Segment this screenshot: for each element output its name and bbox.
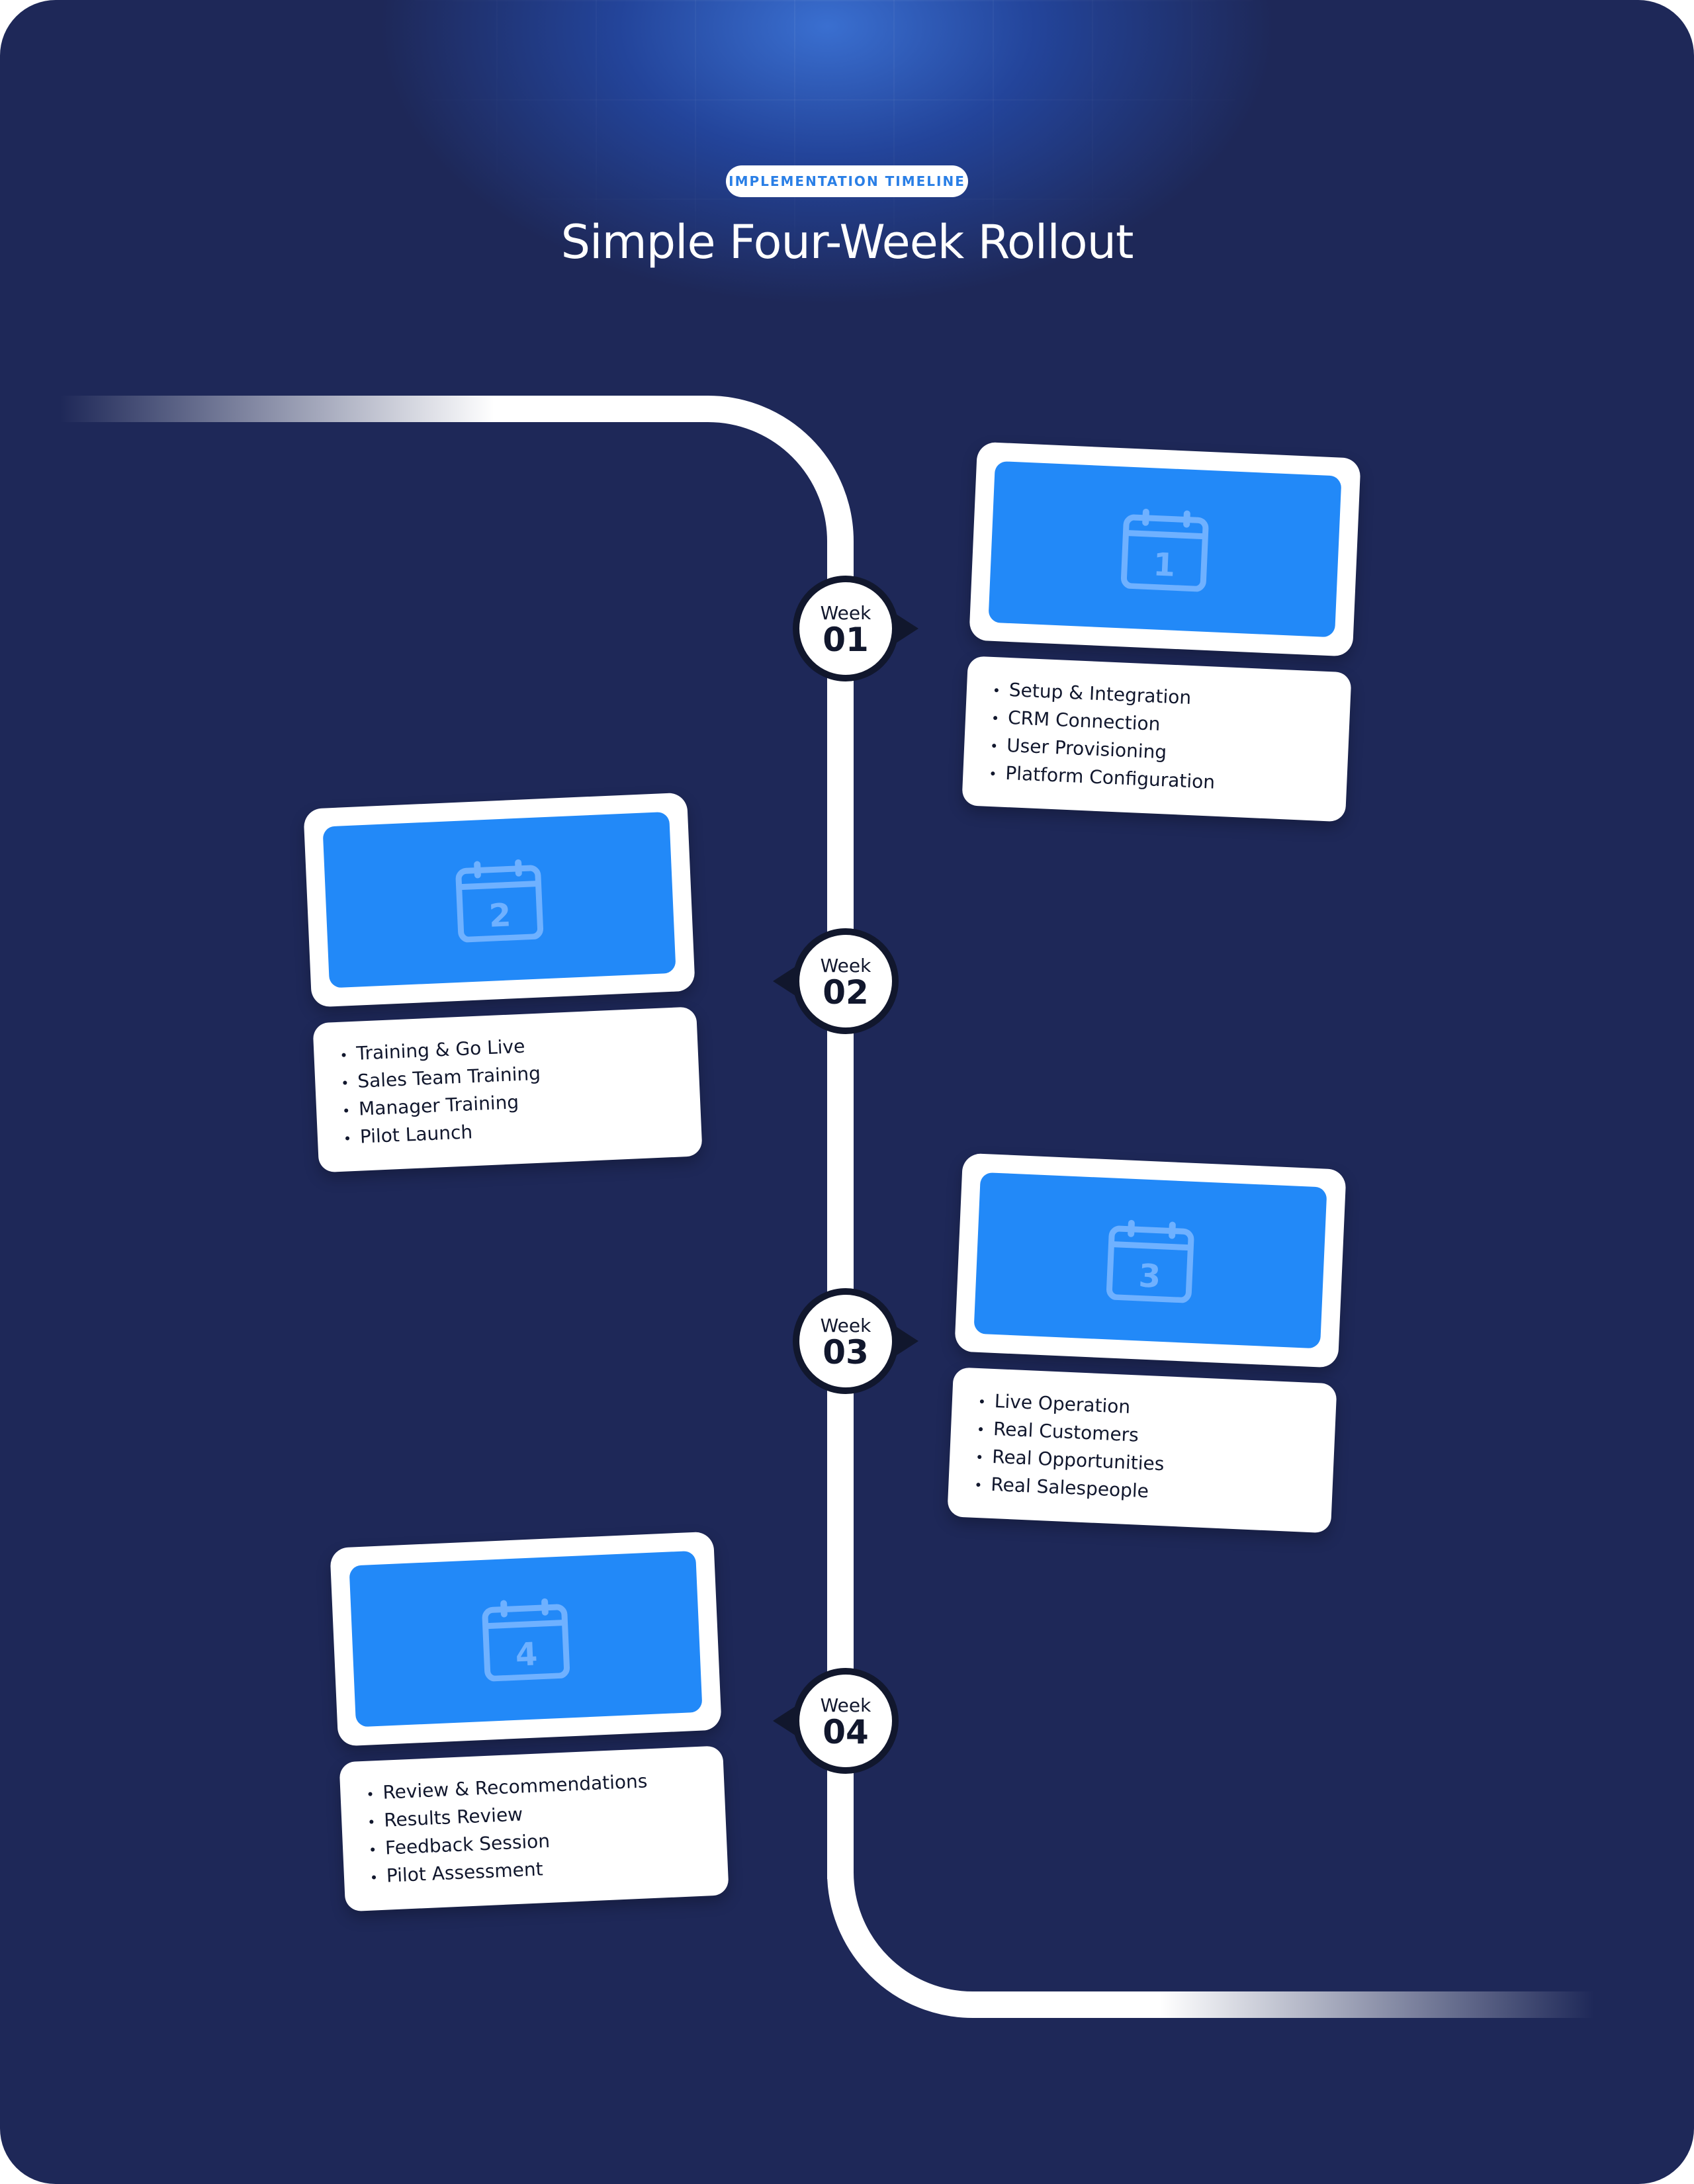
- calendar-icon: 2: [454, 857, 545, 943]
- week-node-03: Week 03: [793, 1288, 918, 1394]
- week-card-01: 1 Setup & Integration CRM Connection Use…: [961, 441, 1361, 822]
- week-node-02: Week 02: [773, 928, 899, 1034]
- week-number: 03: [823, 1333, 869, 1372]
- week-number: 02: [823, 973, 869, 1012]
- task-list: Training & Go Live Sales Team Training M…: [340, 1026, 676, 1152]
- calendar-number: 3: [1137, 1257, 1161, 1295]
- week-node-01: Week 01: [793, 576, 918, 681]
- card-details: Review & Recommendations Results Review …: [339, 1745, 729, 1912]
- timeline-path-top: [60, 396, 854, 595]
- calendar-number: 1: [1152, 546, 1176, 584]
- week-label: Week: [820, 1694, 871, 1716]
- week-card-02: 2 Training & Go Live Sales Team Training…: [303, 792, 703, 1173]
- week-number: 01: [823, 621, 869, 659]
- week-card-03: 3 Live Operation Real Customers Real Opp…: [947, 1153, 1347, 1534]
- node-pointer: [896, 1327, 918, 1356]
- card-details: Live Operation Real Customers Real Oppor…: [947, 1367, 1337, 1534]
- week-card-04: 4 Review & Recommendations Results Revie…: [330, 1531, 729, 1912]
- card-header-panel: 3: [973, 1172, 1327, 1349]
- card-details: Training & Go Live Sales Team Training M…: [312, 1006, 703, 1173]
- card-header-panel: 2: [322, 811, 676, 988]
- task-list: Review & Recommendations Results Review …: [367, 1765, 702, 1891]
- timeline-path-bottom: [827, 1872, 1595, 2018]
- card-header: 1: [969, 441, 1361, 657]
- card-header: 2: [303, 792, 695, 1008]
- card-header-panel: 4: [349, 1550, 703, 1727]
- calendar-icon: 4: [480, 1596, 571, 1682]
- calendar-number: 4: [515, 1636, 539, 1673]
- week-label: Week: [820, 1315, 871, 1336]
- card-header: 3: [954, 1153, 1347, 1368]
- calendar-number: 2: [488, 896, 512, 934]
- task-list: Live Operation Real Customers Real Oppor…: [975, 1387, 1310, 1512]
- node-pointer: [896, 614, 918, 643]
- node-pointer: [773, 967, 795, 996]
- task-list: Setup & Integration CRM Connection User …: [989, 676, 1325, 801]
- week-number: 04: [823, 1713, 869, 1751]
- eyebrow-badge: IMPLEMENTATION TIMELINE: [726, 165, 968, 197]
- calendar-icon: 1: [1120, 506, 1210, 592]
- card-header-panel: 1: [988, 460, 1342, 638]
- week-node-04: Week 04: [773, 1668, 899, 1774]
- card-details: Setup & Integration CRM Connection User …: [961, 656, 1352, 822]
- calendar-icon: 3: [1105, 1217, 1196, 1303]
- node-pointer: [773, 1706, 795, 1735]
- week-label: Week: [820, 602, 871, 624]
- week-label: Week: [820, 955, 871, 977]
- card-header: 4: [330, 1531, 722, 1747]
- page-title: Simple Four-Week Rollout: [560, 215, 1134, 269]
